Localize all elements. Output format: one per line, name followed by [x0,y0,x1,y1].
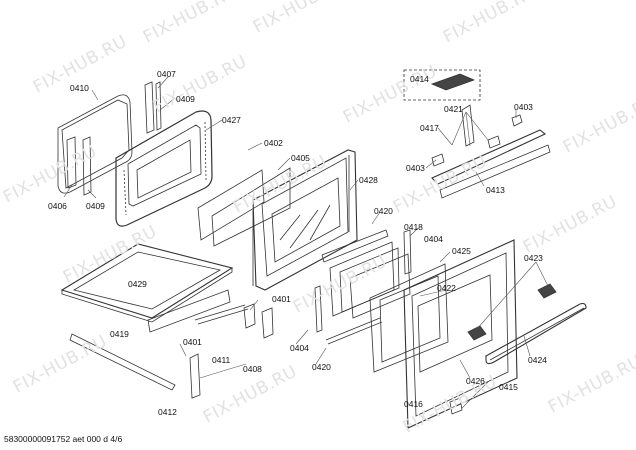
part-label: 0403 [406,163,425,173]
detail-box-0414 [403,69,481,101]
part-label: 0406 [48,201,67,211]
part-label: 0425 [452,246,471,256]
inner-glass-assembly [314,229,412,345]
part-label: 0415 [499,382,518,392]
oven-front-frame [252,149,358,291]
part-label: 0401 [183,337,202,347]
lower-rod [69,333,176,391]
part-label: 0424 [528,355,547,365]
part-label: 0428 [359,175,378,185]
door-handle [485,302,587,365]
door-clip [449,397,463,415]
part-label: 0413 [486,185,505,195]
part-label: 0420 [312,362,331,372]
part-label: 0421 [444,104,463,114]
outer-door-panel [369,239,518,429]
inner-door-panel [115,110,213,227]
baking-tray [60,243,234,323]
part-label: 0426 [466,376,485,386]
part-label: 0412 [158,407,177,417]
bottom-panel [147,289,231,333]
door-seal-frame [57,94,133,194]
top-trim-assembly [431,104,551,199]
hinge-bracket-low [189,353,201,399]
hinge-strip-top [144,81,162,134]
part-label: 0404 [424,234,443,244]
glass-pane-inner [197,169,265,241]
leader-lines [63,76,549,409]
handle-mount [467,283,557,341]
part-label: 0403 [514,102,533,112]
part-label: 0418 [404,222,423,232]
part-label: 0411 [212,355,231,365]
part-label: 0401 [272,294,291,304]
part-label: 0423 [524,253,543,263]
part-label: 0427 [222,115,241,125]
part-label: 0404 [290,343,309,353]
part-label: 0409 [176,94,195,104]
part-label: 0417 [420,123,439,133]
part-label: 0402 [264,138,283,148]
footer-reference: 58300000091752 aet 000 d 4/6 [4,434,123,444]
part-label: 0429 [128,279,147,289]
rail-bracket [194,303,274,339]
part-label: 0416 [404,399,423,409]
part-label: 0408 [243,364,262,374]
part-label: 0407 [157,69,176,79]
part-label: 0405 [291,153,310,163]
glass-pane-frame [211,167,291,247]
hinge-strip-left [66,136,92,196]
part-label: 0409 [86,201,105,211]
part-label: 0410 [70,83,89,93]
part-label: 0422 [437,283,456,293]
part-label: 0419 [110,329,129,339]
part-label: 0414 [410,74,429,84]
part-label: 0420 [374,206,393,216]
